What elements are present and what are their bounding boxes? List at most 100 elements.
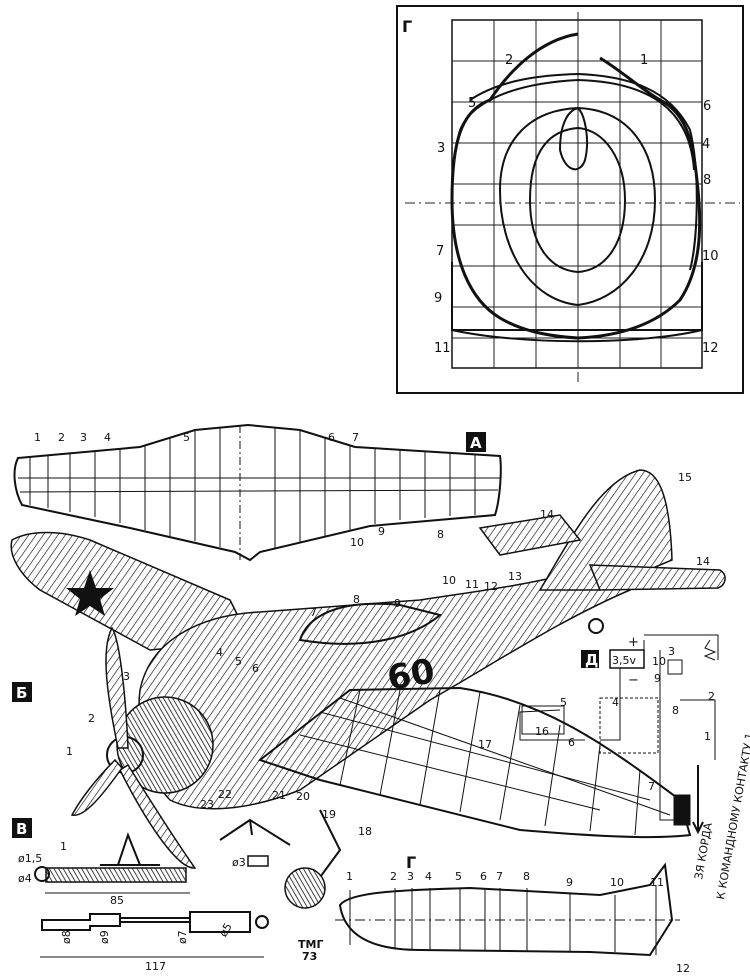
callout: 10	[702, 249, 719, 264]
svg-text:А: А	[470, 434, 482, 452]
fuselage	[138, 559, 631, 810]
callout: 6	[703, 99, 711, 114]
rod-eye	[34, 866, 50, 882]
star-insignia	[66, 570, 114, 616]
svg-text:5: 5	[560, 696, 567, 709]
callout: 7	[352, 431, 359, 444]
dim-d8: ø8	[60, 930, 73, 944]
svg-text:10: 10	[610, 876, 624, 889]
svg-text:5: 5	[455, 870, 462, 883]
svg-text:2: 2	[390, 870, 397, 883]
callout: 11	[434, 341, 451, 356]
panel-frame	[396, 5, 744, 394]
author-signature: ТМГ 73	[298, 938, 323, 963]
svg-text:19: 19	[322, 808, 336, 821]
svg-text:23: 23	[200, 798, 214, 811]
panel-b-badge: Б	[12, 682, 32, 702]
svg-text:9: 9	[654, 672, 661, 685]
svg-text:3: 3	[407, 870, 414, 883]
canopy	[298, 602, 443, 645]
push-rod	[45, 867, 187, 883]
dim-d15: ø1,5	[18, 852, 42, 865]
svg-text:2: 2	[88, 712, 95, 725]
battery	[609, 649, 645, 669]
svg-text:10: 10	[442, 574, 456, 587]
section-contours	[450, 32, 703, 343]
callout: 4	[702, 137, 710, 152]
callout: 1	[34, 431, 41, 444]
dim-d5: ø5	[217, 921, 235, 939]
svg-text:7: 7	[310, 606, 317, 619]
svg-text:8: 8	[353, 593, 360, 606]
svg-text:11: 11	[650, 876, 664, 889]
propeller-blade-up	[105, 626, 129, 749]
svg-text:6: 6	[480, 870, 487, 883]
fuselage-side-callouts: 1 2 3 4 5 6 7 8 9 10 11 12	[346, 870, 690, 975]
panel-a-badge: А	[466, 432, 486, 452]
svg-text:15: 15	[678, 471, 692, 484]
svg-text:21: 21	[272, 789, 286, 802]
svg-text:Б: Б	[16, 684, 27, 702]
callout: 2	[505, 53, 513, 68]
svg-text:4: 4	[216, 646, 223, 659]
callout: 3	[80, 431, 87, 444]
svg-text:3: 3	[668, 645, 675, 658]
svg-text:4: 4	[425, 870, 432, 883]
svg-text:11: 11	[465, 578, 479, 591]
callout: 9	[434, 291, 442, 306]
part-3-lever	[219, 818, 291, 846]
svg-text:13: 13	[508, 570, 522, 583]
left-wing	[10, 531, 252, 651]
landing-wheel	[284, 867, 326, 909]
battery-voltage: 3,5v	[612, 654, 636, 667]
callout: 8	[703, 173, 711, 188]
svg-text:17: 17	[478, 738, 492, 751]
svg-text:14: 14	[696, 555, 710, 568]
svg-text:9: 9	[566, 876, 573, 889]
dim-d3: ø3	[232, 856, 246, 869]
landing-gear-strut	[317, 809, 342, 881]
svg-text:8: 8	[523, 870, 530, 883]
fuselage-side-panel: Г 1 2 3 4 5 6 7 8 9 10 11 12	[335, 853, 690, 975]
cross-section-panel: Г 1 2 3 4 5 6 7 8 9 10 11 12	[396, 5, 744, 394]
section-callouts: 1 2 3 4 5 6 7 8 9 10 11 12	[434, 53, 719, 356]
fuselage-frames	[335, 885, 680, 955]
svg-text:12: 12	[484, 580, 498, 593]
svg-text:73: 73	[302, 950, 317, 963]
panel-letter-g-bottom: Г	[406, 853, 416, 872]
callout: 3	[437, 141, 445, 156]
circuit-wires	[519, 634, 719, 826]
svg-text:В: В	[16, 820, 27, 838]
svg-text:3: 3	[123, 670, 130, 683]
svg-text:Д: Д	[585, 651, 598, 669]
svg-text:16: 16	[535, 725, 549, 738]
svg-text:1: 1	[346, 870, 353, 883]
svg-text:5: 5	[235, 655, 242, 668]
callout: 9	[378, 525, 385, 538]
svg-text:4: 4	[612, 696, 619, 709]
svg-text:2: 2	[708, 690, 715, 703]
control-parts-panel: В 1 2 3 ø3 ø1,5 ø4 85 ø8 ø9 ø7 ø5 117	[12, 818, 291, 973]
svg-text:22: 22	[218, 788, 232, 801]
aircraft-isometric-view: 60 Б 1 2 3 4 5 6 7 8 9 10 11 12 13 14 14…	[10, 469, 726, 909]
propeller-blade-left	[70, 758, 123, 816]
callout: 4	[104, 431, 111, 444]
wing-planform	[13, 423, 502, 562]
callout: 2	[58, 431, 65, 444]
panel-v-badge: В	[12, 818, 32, 838]
callout: 7	[436, 244, 444, 259]
dim-d7: ø7	[176, 930, 189, 944]
panel-letter-g: Г	[402, 17, 412, 36]
circuit-callouts: 1 2 3 4 5 6 7 8 9 10	[560, 645, 715, 793]
callout: 5	[468, 96, 476, 111]
cord-arrow	[692, 765, 704, 835]
svg-text:1: 1	[66, 745, 73, 758]
tail-wheel	[588, 618, 604, 634]
wing-planform-panel: А 1 2 3 4 5 6 7 8 9 10	[13, 423, 502, 562]
svg-text:ТМГ: ТМГ	[298, 938, 323, 951]
part-label: 1	[60, 840, 67, 853]
fuselage-number: 60	[384, 651, 438, 699]
stabilizer-left	[478, 514, 582, 556]
callout: 12	[702, 341, 719, 356]
